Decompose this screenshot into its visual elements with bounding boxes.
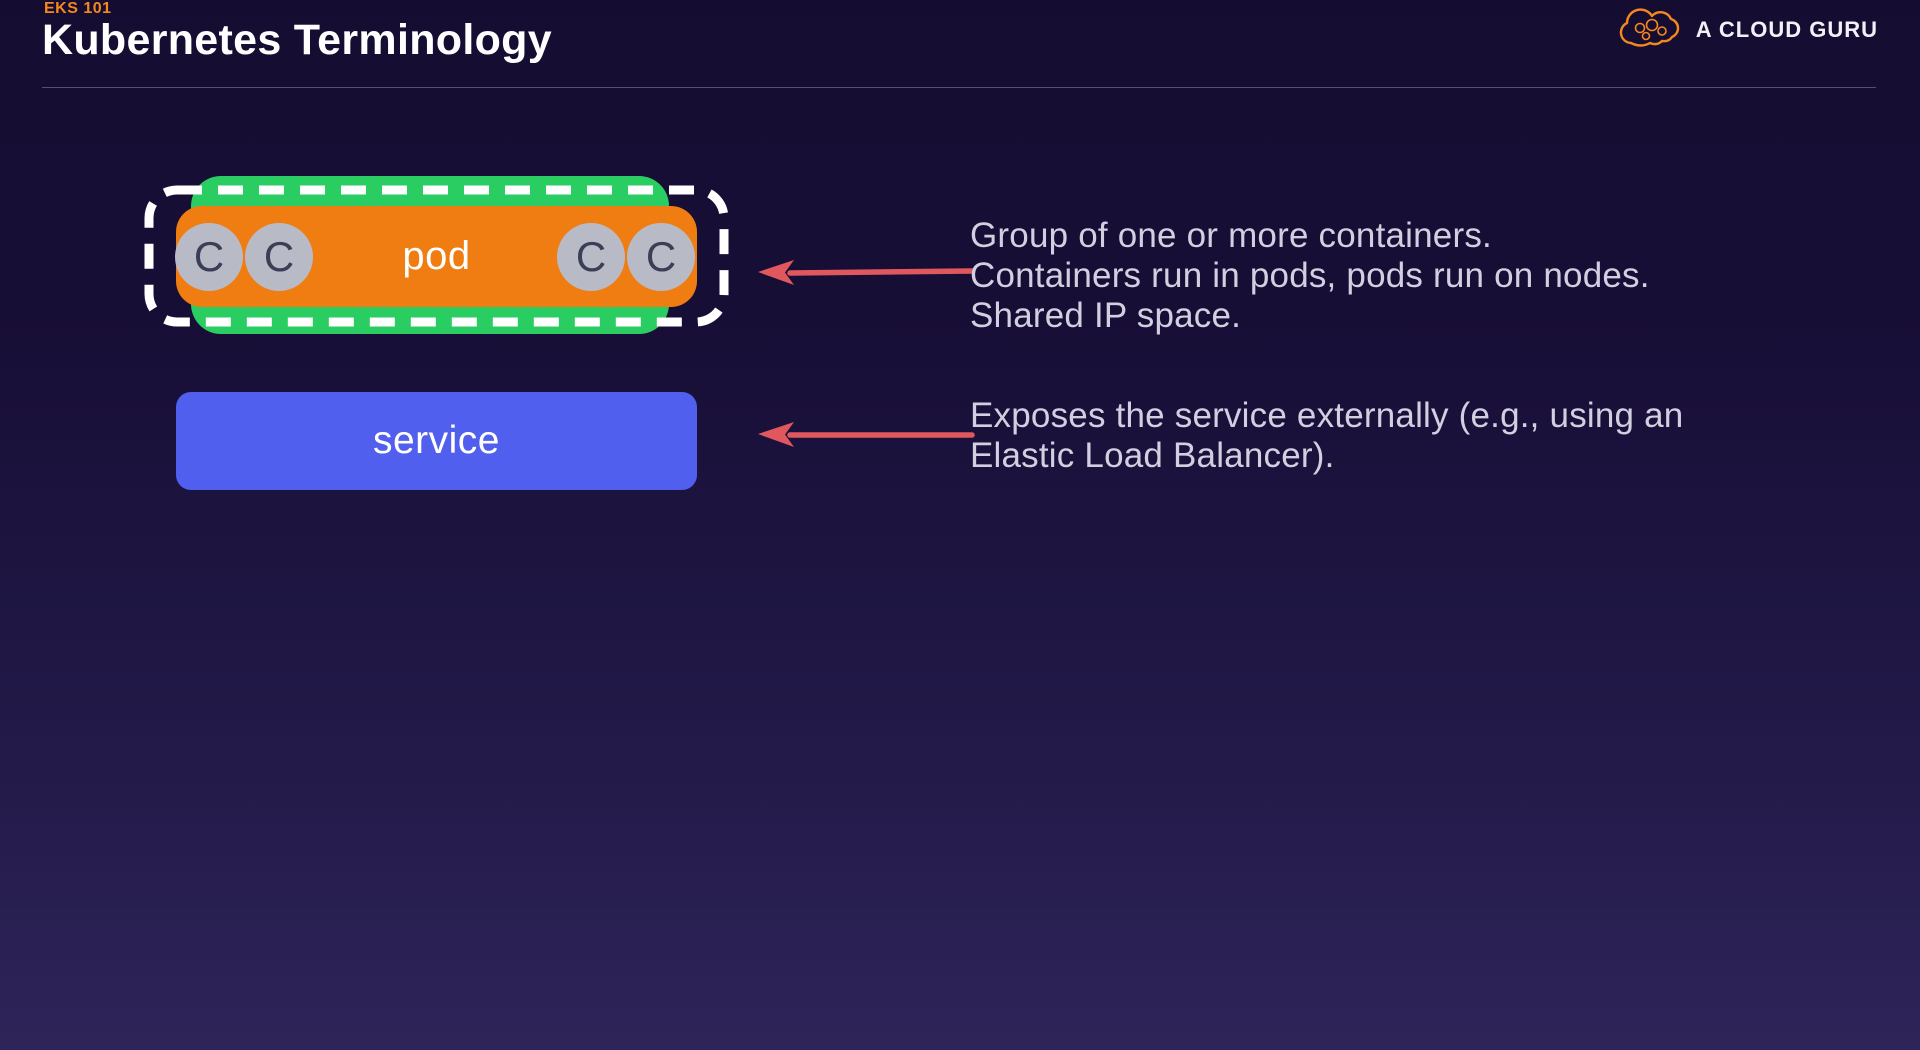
cloud-logo-icon — [1616, 5, 1682, 56]
container-circle: C — [557, 223, 625, 291]
annotation-line: Shared IP space. — [970, 296, 1242, 335]
container-circle: C — [627, 223, 695, 291]
course-label: EKS 101 — [44, 0, 112, 17]
annotation-line: Elastic Load Balancer). — [970, 436, 1335, 475]
page-title: Kubernetes Terminology — [42, 16, 552, 64]
header-divider — [42, 87, 1876, 88]
annotation-line: Containers run in pods, pods run on node… — [970, 256, 1650, 295]
annotation-arrow-icon — [750, 252, 978, 292]
service-label: service — [372, 419, 501, 462]
annotation-arrow-icon — [750, 415, 978, 455]
service-shape: service — [176, 392, 697, 490]
container-circle: C — [245, 223, 313, 291]
annotation-line: Exposes the service externally (e.g., us… — [970, 396, 1684, 435]
pod-annotation: Group of one or more containers. Contain… — [970, 216, 1650, 336]
container-circle: C — [175, 223, 243, 291]
container-letter: C — [193, 233, 225, 280]
brand-name: A CLOUD GURU — [1695, 17, 1878, 42]
annotation-line: Group of one or more containers. — [970, 216, 1492, 255]
service-annotation: Exposes the service externally (e.g., us… — [970, 396, 1683, 476]
pod-label: pod — [402, 234, 471, 278]
brand: A CLOUD GURU — [1616, 6, 1878, 54]
container-letter: C — [263, 233, 295, 280]
container-letter: C — [645, 233, 677, 280]
container-letter: C — [575, 233, 607, 280]
